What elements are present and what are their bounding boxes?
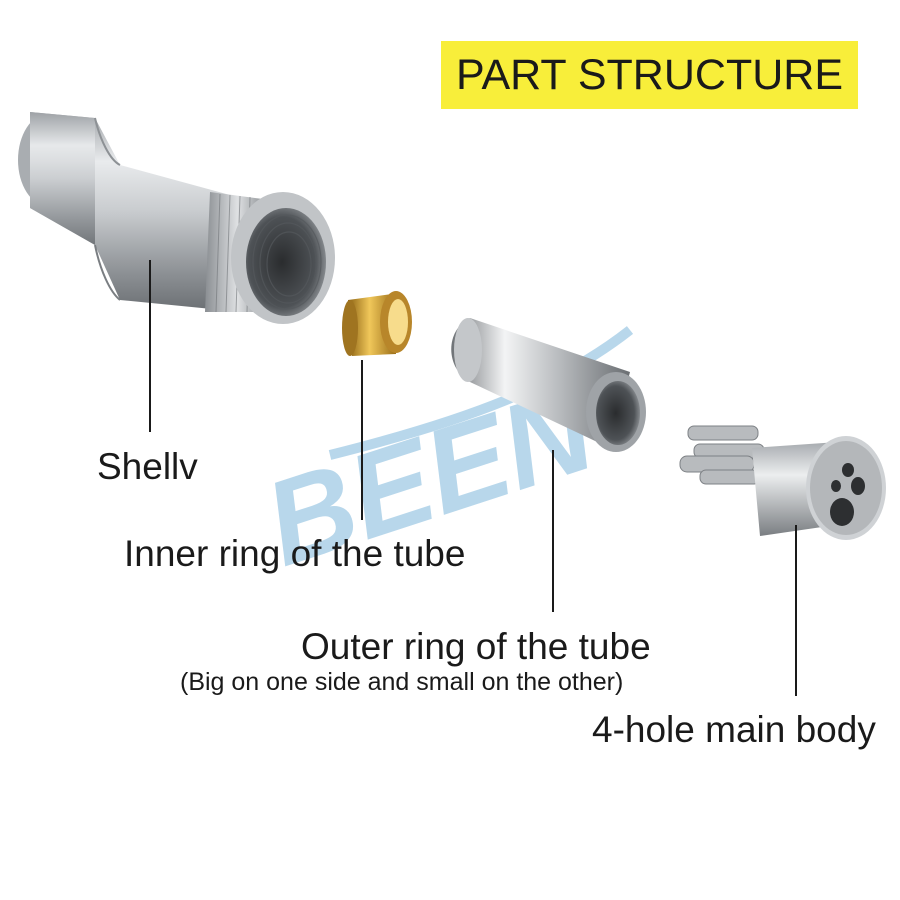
inner-ring-part — [342, 291, 412, 356]
shell-label: Shellv — [97, 446, 198, 487]
outer-ring-note: (Big on one side and small on the other) — [180, 668, 624, 696]
shell-part — [18, 112, 335, 324]
outer-ring-label: Outer ring of the tube — [301, 626, 651, 667]
inner-ring-label: Inner ring of the tube — [124, 533, 466, 574]
outer-ring-part — [451, 318, 646, 452]
leader-lines — [149, 260, 797, 696]
title-banner: PART STRUCTURE — [441, 41, 858, 109]
main-body-part — [679, 425, 886, 540]
main-body-label: 4-hole main body — [592, 709, 876, 750]
